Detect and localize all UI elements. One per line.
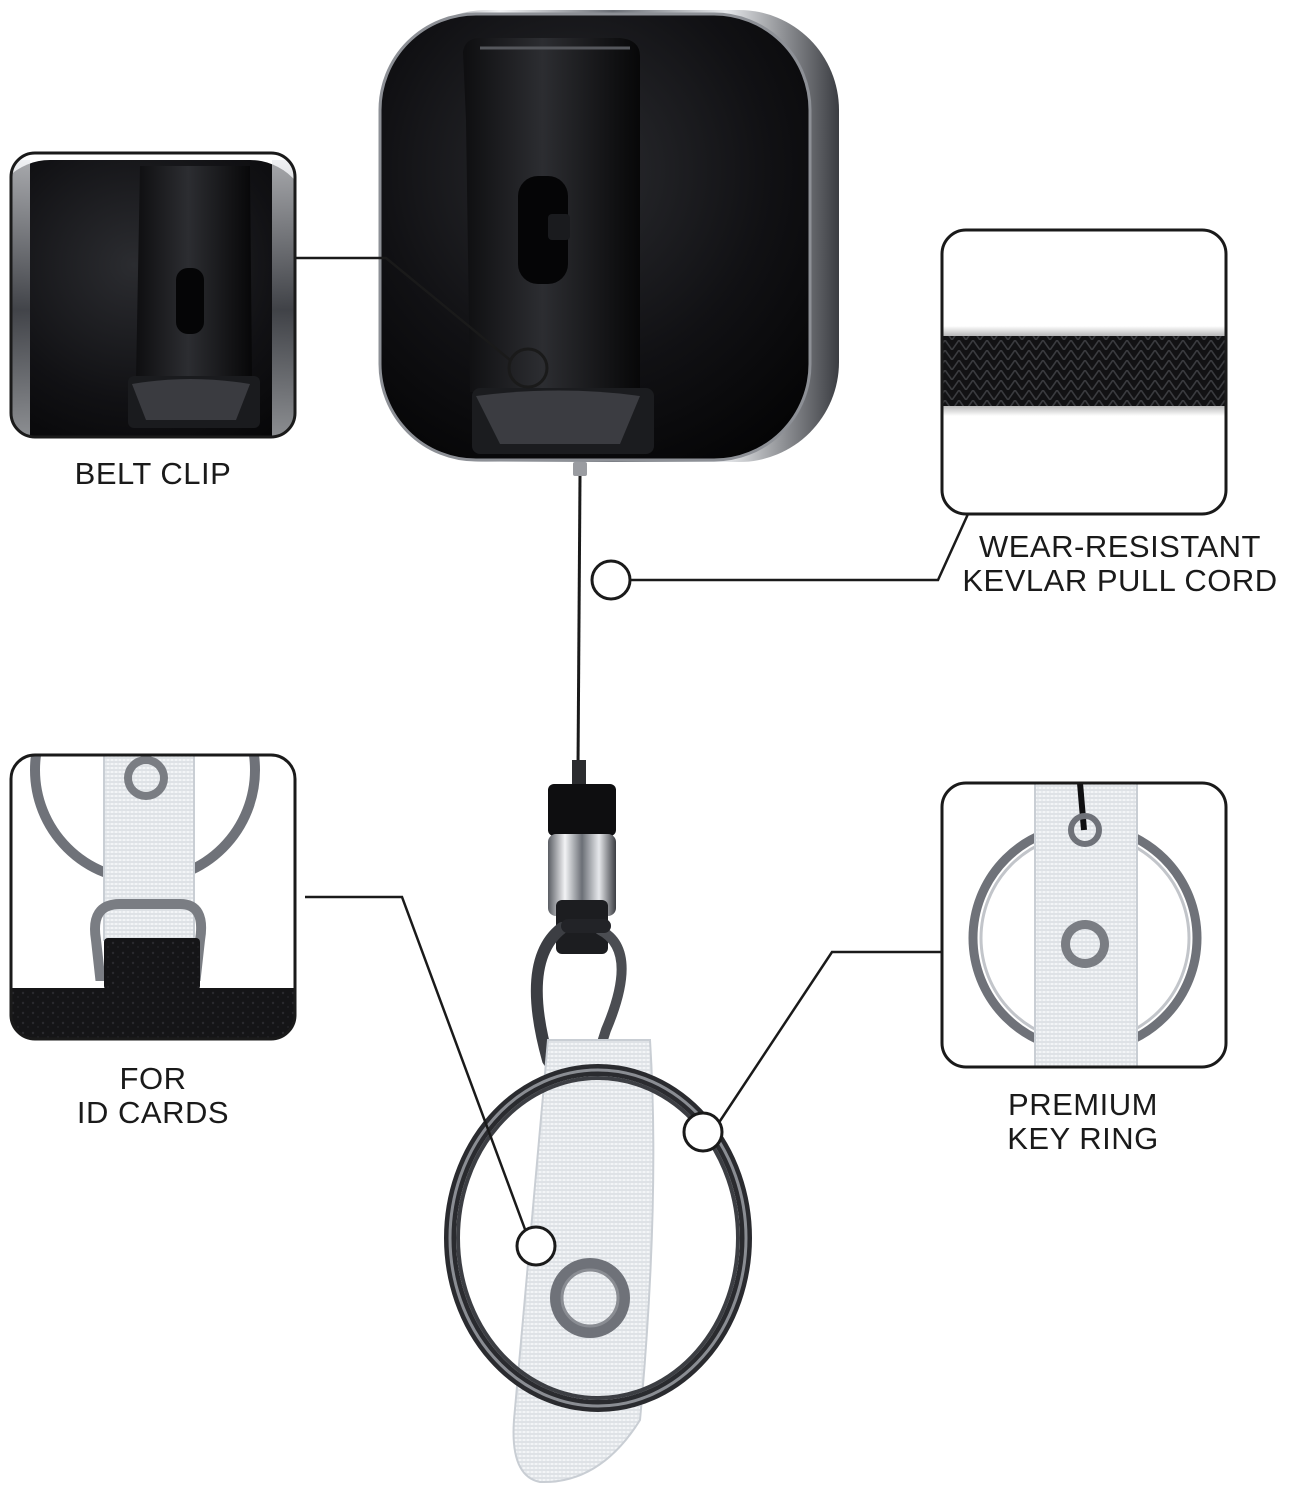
pull-cord-callout [590, 228, 1228, 601]
pull-cord [572, 462, 587, 790]
pull-cord-label-line-1: WEAR-RESISTANT [979, 529, 1261, 564]
split-key-ring [444, 1064, 752, 1412]
id-cards-label: FOR ID CARDS [20, 1062, 286, 1130]
pull-cord-label: WEAR-RESISTANT KEVLAR PULL CORD [950, 530, 1290, 598]
swivel-hook [530, 919, 627, 1106]
belt-clip-main [463, 38, 654, 454]
key-ring-closeup [942, 783, 1226, 1067]
id-card-strap-closeup [11, 755, 295, 1039]
belt-clip-closeup [11, 153, 295, 437]
braided-cord-closeup [942, 230, 1226, 514]
id-cards-label-line-1: FOR [119, 1061, 187, 1096]
id-strap [512, 1039, 655, 1484]
key-ring-label: PREMIUM KEY RING [950, 1088, 1216, 1156]
key-ring-label-line-1: PREMIUM [1008, 1087, 1158, 1122]
pull-cord-label-line-2: KEVLAR PULL CORD [962, 563, 1278, 598]
key-ring-label-line-2: KEY RING [1007, 1121, 1159, 1156]
id-cards-callout [9, 753, 557, 1267]
belt-clip-label-line-1: BELT CLIP [74, 456, 232, 491]
key-ring-callout [682, 781, 1228, 1153]
id-cards-label-line-2: ID CARDS [76, 1095, 230, 1130]
belt-clip-label: BELT CLIP [30, 457, 276, 491]
belt-clip-callout [9, 151, 549, 439]
